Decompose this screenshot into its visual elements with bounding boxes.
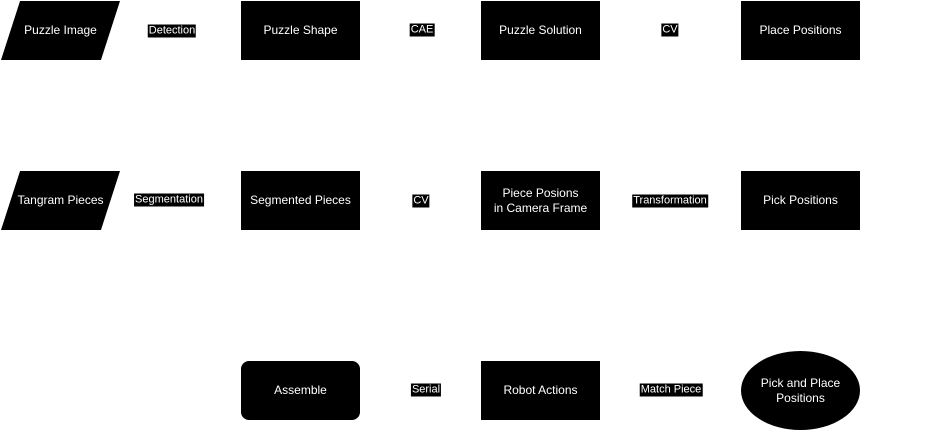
piece-positions-node: Piece Posions in Camera Frame (481, 171, 600, 230)
segmentation-edge-label: Segmentation (134, 193, 204, 207)
cv-top-edge-label: CV (661, 23, 679, 37)
transformation-edge-label: Transformation (632, 194, 708, 208)
cv-mid-edge-label: CV (412, 194, 430, 208)
puzzle-image-label: Puzzle Image (24, 23, 97, 37)
detection-edge-label: Detection (147, 24, 197, 38)
puzzle-shape-label: Puzzle Shape (263, 23, 338, 37)
pick-and-place-label: Pick and Place Positions (760, 375, 841, 405)
cae-edge-label: CAE (409, 23, 435, 37)
robot-actions-node: Robot Actions (481, 361, 600, 420)
segmented-pieces-node: Segmented Pieces (241, 171, 360, 230)
place-positions-node: Place Positions (741, 1, 860, 60)
match-piece-edge-label: Match Piece (639, 383, 703, 397)
robot-actions-label: Robot Actions (503, 383, 578, 397)
piece-positions-label: Piece Posions in Camera Frame (493, 185, 588, 215)
puzzle-solution-node: Puzzle Solution (481, 1, 600, 60)
pick-positions-label: Pick Positions (763, 193, 838, 207)
pick-and-place-node: Pick and Place Positions (741, 351, 860, 430)
tangram-pieces-node: Tangram Pieces (1, 171, 120, 230)
assemble-label: Assemble (274, 383, 327, 397)
pick-positions-node: Pick Positions (741, 171, 860, 230)
segmented-pieces-label: Segmented Pieces (250, 193, 351, 207)
puzzle-image-node: Puzzle Image (1, 1, 120, 60)
place-positions-label: Place Positions (759, 23, 842, 37)
serial-edge-label: Serial (410, 383, 442, 397)
puzzle-solution-label: Puzzle Solution (499, 23, 582, 37)
puzzle-shape-node: Puzzle Shape (241, 1, 360, 60)
tangram-pieces-label: Tangram Pieces (17, 193, 104, 207)
assemble-node: Assemble (241, 361, 360, 420)
